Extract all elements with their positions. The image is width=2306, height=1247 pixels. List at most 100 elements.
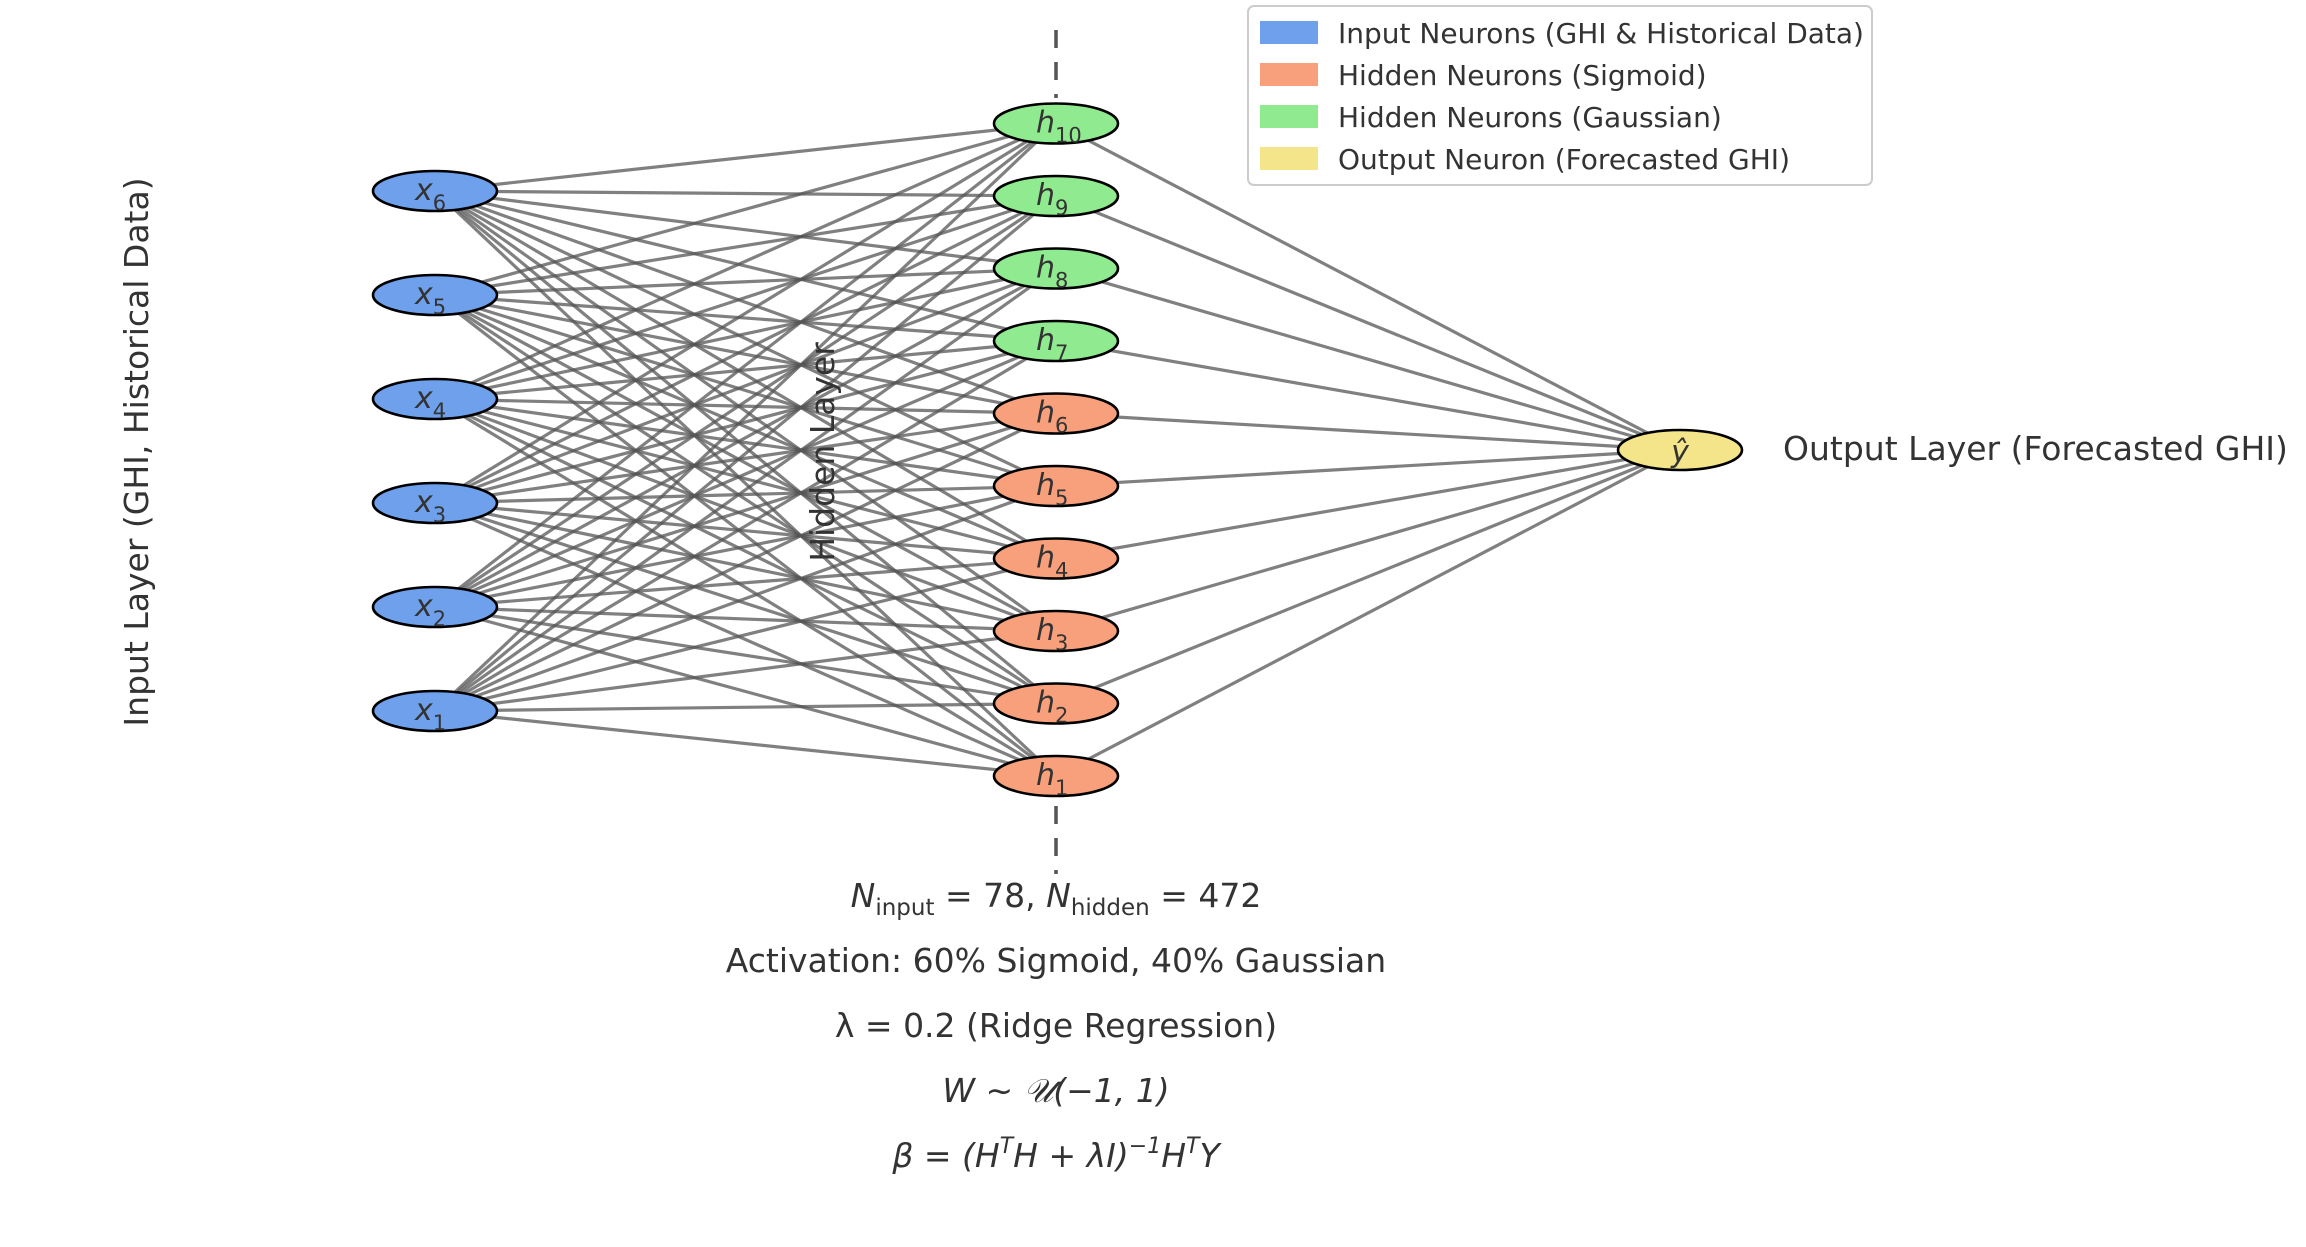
input-neuron-x6: [371, 169, 499, 213]
edge-x1-h6: [434, 412, 1057, 713]
edge-x6-h6: [434, 189, 1057, 416]
edge-x3-h3: [434, 501, 1057, 633]
edge-x2-h8: [434, 267, 1057, 609]
edge-h2-y: [1055, 448, 1681, 705]
edge-x2-h10: [434, 122, 1057, 609]
hidden-neuron-label-h2: h2: [1036, 686, 1068, 728]
hidden-neuron-h7: [992, 319, 1120, 363]
output-layer-label: Output Layer (Forecasted GHI): [1783, 429, 2288, 468]
edge-h9-y: [1055, 194, 1681, 452]
edge-x3-h8: [434, 267, 1057, 505]
edge-x6-h1: [433, 189, 1058, 778]
legend-label-2: Hidden Neurons (Gaussian): [1338, 101, 1722, 134]
formula-beta: β = (HTH + λI)−1HTY: [891, 1134, 1222, 1175]
edge-x1-h4: [434, 556, 1057, 713]
input-neuron-label-x6: x6: [414, 173, 446, 215]
edge-h1-y: [1055, 448, 1681, 778]
edge-x1-h8: [434, 267, 1057, 713]
output-neuron: [1616, 428, 1744, 472]
edge-x3-h4: [434, 501, 1057, 561]
edge-x3-h7: [434, 339, 1057, 505]
hidden-neuron-label-h9: h9: [1036, 178, 1068, 220]
edge-x4-h2: [434, 397, 1057, 705]
edge-x1-h10: [433, 122, 1058, 713]
edge-h5-y: [1055, 448, 1681, 488]
hidden-neuron-h9: [992, 174, 1120, 218]
legend-swatch-1: [1260, 63, 1318, 86]
edge-x5-h1: [434, 293, 1057, 778]
legend-swatch-0: [1260, 21, 1318, 44]
edge-x1-h7: [434, 339, 1057, 713]
edge-x3-h2: [434, 501, 1057, 706]
legend-box: [1247, 5, 1873, 186]
formula-activation: Activation: 60% Sigmoid, 40% Gaussian: [726, 941, 1386, 980]
hidden-neuron-h4: [992, 537, 1120, 580]
edge-x2-h7: [434, 339, 1057, 609]
hidden-neuron-h1: [992, 754, 1120, 798]
edge-x5-h9: [434, 194, 1057, 297]
hidden-neuron-label-h10: h10: [1036, 106, 1082, 148]
hidden-neuron-h5: [992, 464, 1120, 508]
input-layer-label: Input Layer (GHI, Historical Data): [117, 177, 156, 726]
edge-h8-y: [1055, 266, 1681, 452]
edge-x2-h4: [434, 556, 1057, 609]
edge-x5-h3: [434, 293, 1057, 633]
edge-x3-h5: [434, 484, 1057, 505]
edge-x6-h4: [434, 189, 1057, 560]
edge-x4-h4: [434, 397, 1057, 561]
edge-x1-h3: [434, 629, 1057, 713]
formula-n-values: Ninput = 78, Nhidden = 472: [851, 876, 1262, 921]
edge-x6-h5: [434, 189, 1057, 488]
hidden-neuron-h8: [992, 247, 1120, 290]
formula-lambda: λ = 0.2 (Ridge Regression): [835, 1006, 1277, 1045]
legend-swatch-2: [1260, 105, 1318, 128]
edge-x2-h2: [434, 605, 1057, 706]
input-neuron-x1: [371, 689, 499, 733]
edge-x1-h2: [434, 701, 1057, 713]
edge-x4-h6: [434, 397, 1057, 416]
edge-x6-h2: [433, 189, 1058, 705]
edge-x5-h6: [434, 293, 1057, 416]
legend-label-1: Hidden Neurons (Sigmoid): [1338, 59, 1707, 92]
hidden-neuron-label-h8: h8: [1036, 251, 1068, 293]
legend: Input Neurons (GHI & Historical Data) Hid…: [1247, 5, 1873, 186]
hidden-neuron-label-h6: h6: [1036, 396, 1068, 438]
edge-h6-y: [1055, 411, 1681, 452]
edge-x4-h5: [434, 397, 1057, 488]
edge-x4-h7: [434, 339, 1057, 401]
edge-x1-h1: [434, 709, 1057, 778]
hidden-neuron-label-h5: h5: [1036, 468, 1068, 510]
edge-x5-h5: [434, 293, 1057, 488]
input-neuron-x4: [371, 377, 499, 421]
input-neuron-label-x5: x5: [414, 277, 446, 319]
edge-x2-h1: [434, 605, 1057, 778]
edge-x6-h8: [434, 189, 1057, 271]
edge-x5-h10: [434, 121, 1057, 297]
edge-x2-h3: [434, 605, 1057, 633]
formula-weights: W ∼ 𝒰(−1, 1): [942, 1071, 1169, 1110]
hidden-layer-label: Hidden Layer: [803, 342, 842, 562]
edge-x6-h3: [434, 189, 1057, 633]
input-neuron-label-x4: x4: [414, 381, 446, 423]
edge-x6-h7: [434, 189, 1057, 343]
legend-label-0: Input Neurons (GHI & Historical Data): [1338, 17, 1864, 50]
edge-x2-h6: [434, 411, 1057, 609]
edge-x1-h9: [433, 194, 1058, 713]
edge-h4-y: [1055, 448, 1681, 561]
hidden-neuron-h6: [992, 392, 1120, 435]
edge-h3-y: [1055, 448, 1681, 633]
hidden-neuron-label-h7: h7: [1036, 323, 1068, 365]
input-neuron-x2: [371, 585, 499, 629]
output-layer-nodes: ŷ: [1616, 428, 1744, 472]
input-neuron-label-x3: x3: [414, 485, 446, 527]
hidden-neuron-h2: [992, 682, 1120, 725]
edge-x5-h4: [434, 293, 1057, 560]
edge-x4-h3: [434, 397, 1057, 633]
edge-x6-h10: [434, 121, 1057, 193]
hidden-neuron-label-h3: h3: [1036, 613, 1068, 655]
connection-edges: [433, 121, 1681, 778]
edge-x3-h1: [434, 501, 1057, 778]
